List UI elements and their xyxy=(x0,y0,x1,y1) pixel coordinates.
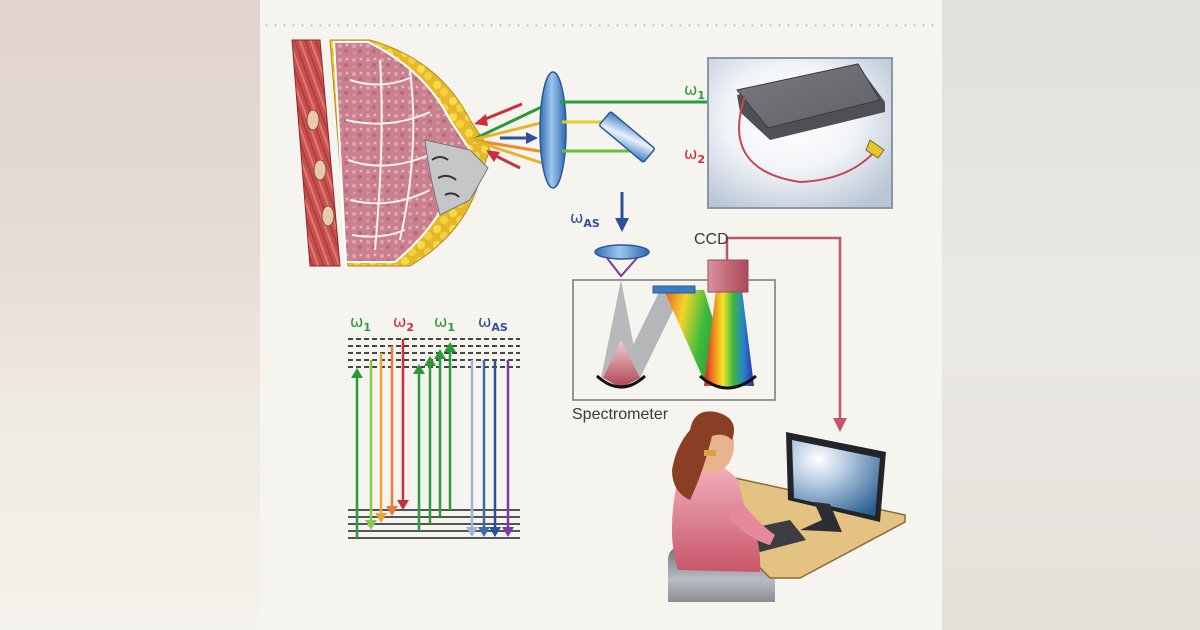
signal-direction-arrow-icon xyxy=(615,218,629,232)
energy-header-omegaAS: ωAS xyxy=(478,312,508,334)
energy-header-omega1: ω1 xyxy=(350,312,372,334)
signal-cable xyxy=(725,236,842,420)
spectrometer-label: Spectrometer xyxy=(572,406,669,423)
excitation-beams xyxy=(471,101,551,167)
focusing-lens xyxy=(539,71,567,189)
collection-lens xyxy=(594,244,650,260)
blurred-background-left xyxy=(0,0,260,630)
scattered-arrows xyxy=(474,102,538,170)
energy-level-diagram xyxy=(348,338,520,539)
omega2-beam-label: ω2 xyxy=(684,144,706,166)
energy-header-omega2: ω2 xyxy=(393,312,415,334)
breast-tissue-illustration xyxy=(291,39,491,267)
omegaAS-beam-label: ωAS xyxy=(570,208,600,230)
dotted-divider xyxy=(262,24,938,27)
omega1-beam-label: ω1 xyxy=(684,80,706,102)
spectrometer xyxy=(572,259,776,401)
ccd-detector xyxy=(707,259,749,293)
dichroic-mirror xyxy=(599,111,655,163)
blurred-background-right xyxy=(942,0,1200,630)
ccd-label: CCD xyxy=(694,231,729,248)
researcher-at-computer xyxy=(668,411,906,602)
energy-header-omega1-second: ω1 xyxy=(434,312,456,334)
laser-source xyxy=(707,57,893,209)
